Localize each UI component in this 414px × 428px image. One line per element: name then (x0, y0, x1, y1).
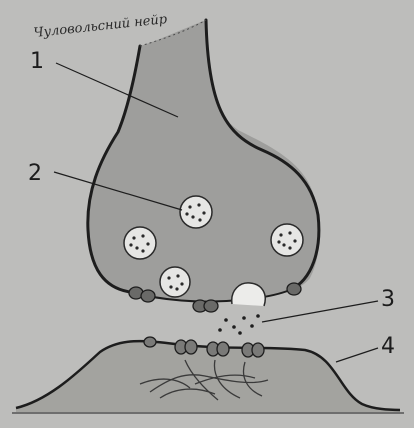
label-2: 2 (28, 161, 42, 186)
label-1: 1 (30, 49, 44, 74)
receptor (185, 340, 197, 354)
membrane-channel (141, 290, 155, 302)
vesicle (124, 227, 156, 259)
membrane-channel (204, 300, 218, 312)
vesicle (180, 196, 212, 228)
vesicle (271, 224, 303, 256)
vesicle (160, 267, 190, 297)
label-4: 4 (381, 334, 395, 359)
label-3: 3 (381, 287, 395, 312)
receptor (252, 343, 264, 357)
membrane-channel (287, 283, 301, 295)
receptor (144, 337, 156, 347)
receptor (217, 342, 229, 356)
